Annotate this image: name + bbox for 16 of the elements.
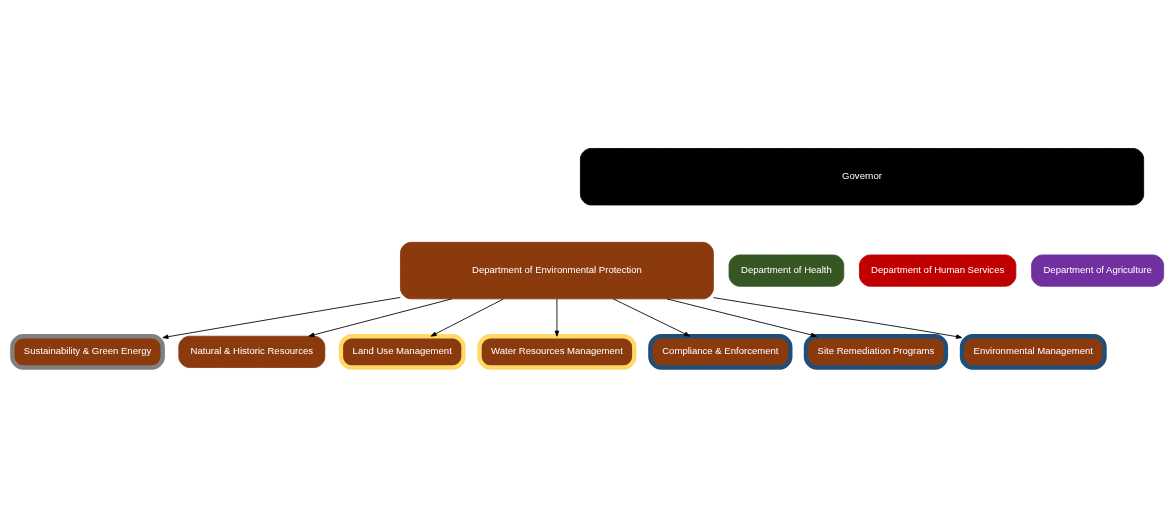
node-box: Department of Agriculture [1031, 254, 1165, 287]
node-box: Governor [579, 147, 1145, 205]
arrow [666, 297, 817, 337]
node-box: Department of Human Services [859, 254, 1017, 287]
node-box: Natural & Historic Resources [178, 335, 326, 368]
node-box: Department of Health [728, 254, 845, 287]
arrow [308, 298, 452, 337]
arrow [430, 298, 504, 337]
node-box: Water Resources Management [477, 333, 637, 370]
arrow [713, 296, 963, 339]
arrow [612, 298, 691, 337]
arrow [162, 296, 401, 339]
node-box: Department of Environmental Protection [400, 241, 714, 299]
node-box: Sustainability & Green Energy [10, 333, 165, 370]
arrow [554, 298, 560, 337]
node-box: Environmental Management [959, 333, 1107, 370]
